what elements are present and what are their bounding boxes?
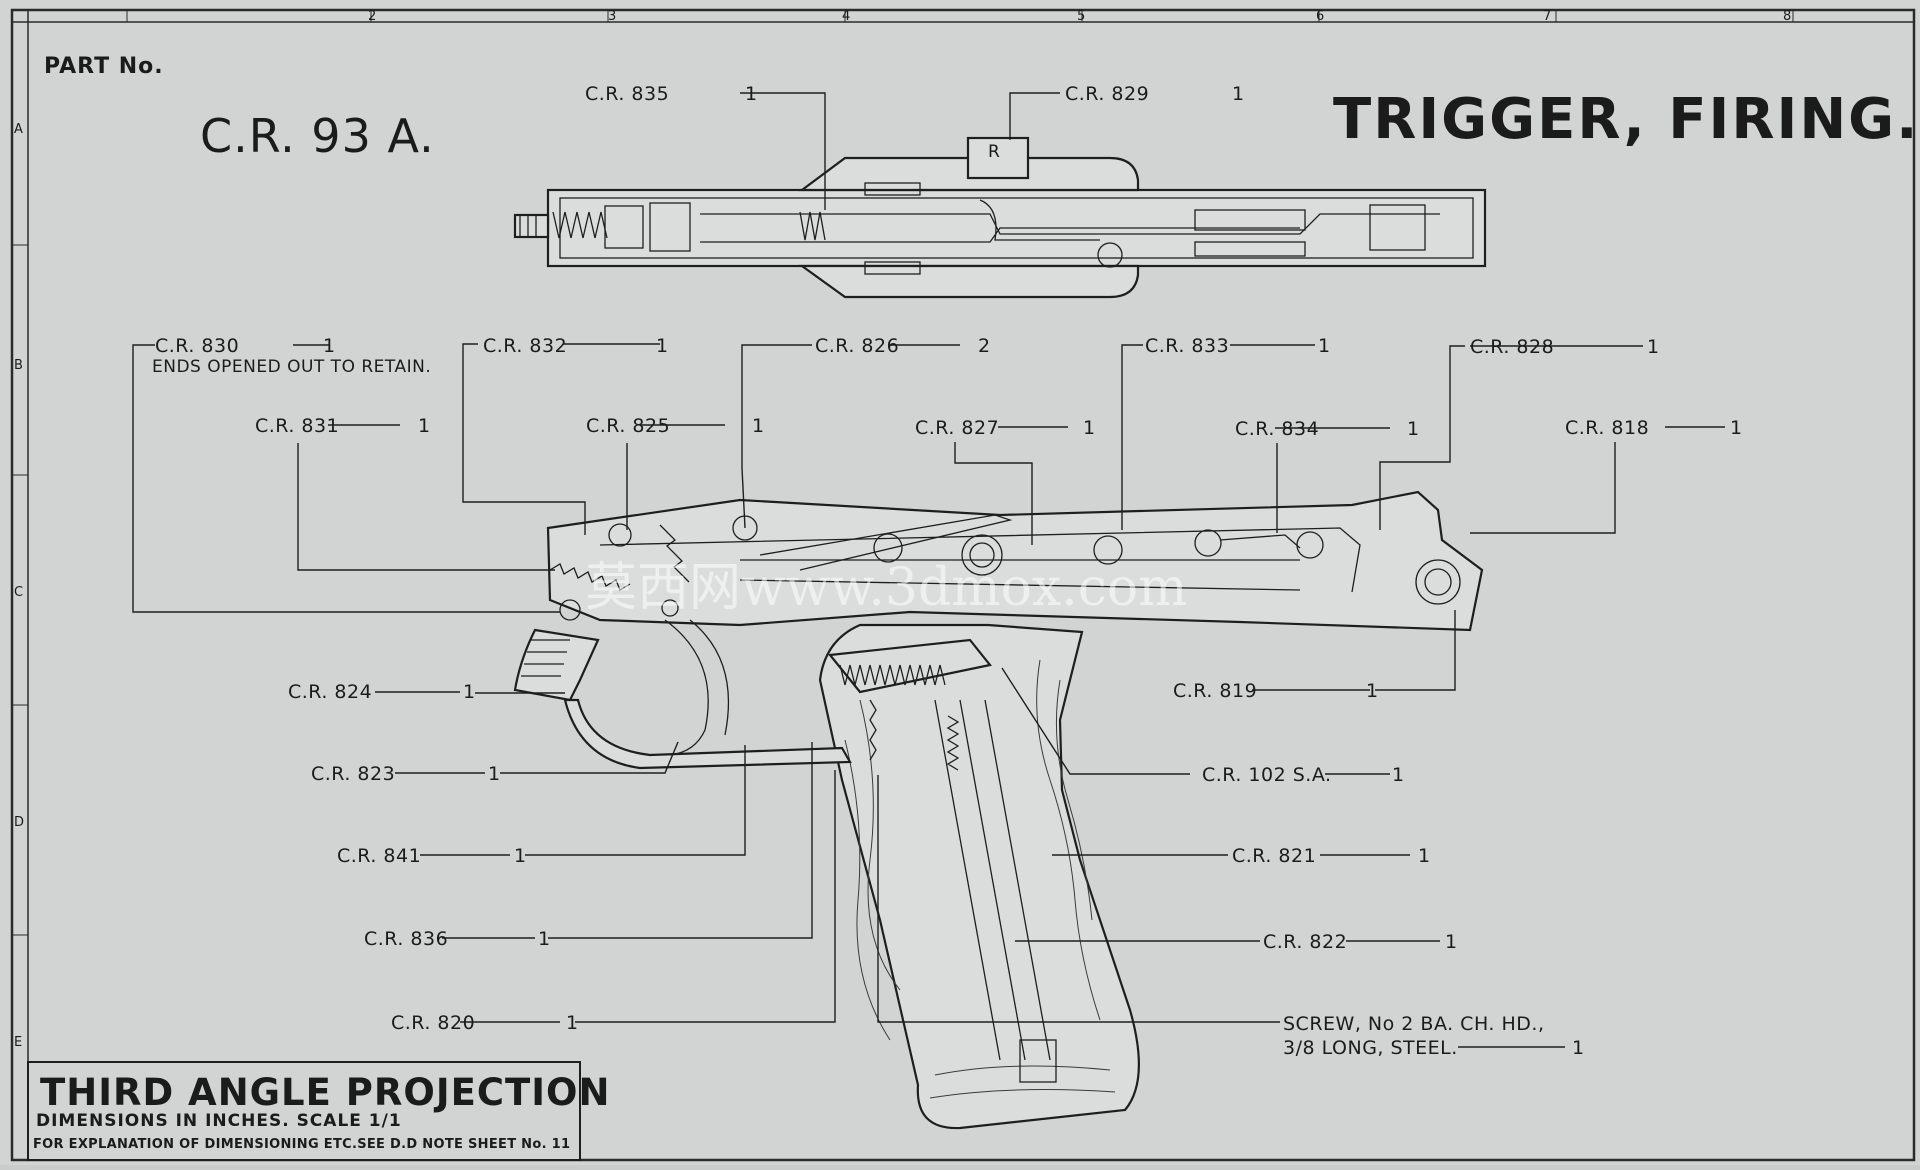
qty-cr835: 1 xyxy=(745,83,758,105)
callout-labels: C.R. 835 1 C.R. 829 1 C.R. 830 1 ENDS OP… xyxy=(152,83,1743,1059)
callout-cr102: C.R. 102 S.A. xyxy=(1202,764,1332,786)
grid-col-6: 6 xyxy=(1316,9,1324,24)
sheet-border: 2 3 4 5 6 7 8 A B C D E xyxy=(10,8,1916,1162)
qty-cr828: 1 xyxy=(1647,336,1660,358)
side-view xyxy=(513,490,1484,1130)
part-number: C.R. 93 A. xyxy=(200,109,435,163)
qty-cr822: 1 xyxy=(1445,931,1458,953)
svg-text:R: R xyxy=(988,142,1000,162)
drawing-title: TRIGGER, FIRING. xyxy=(1333,87,1919,152)
qty-cr823: 1 xyxy=(488,763,501,785)
grid-row-d: D xyxy=(14,815,24,830)
grid-col-7: 7 xyxy=(1543,9,1551,24)
qty-cr830: 1 xyxy=(323,335,336,357)
projection-box: THIRD ANGLE PROJECTION DIMENSIONS IN INC… xyxy=(27,1061,610,1161)
qty-cr825: 1 xyxy=(752,415,765,437)
projection-title: THIRD ANGLE PROJECTION xyxy=(40,1071,610,1114)
qty-cr826: 2 xyxy=(978,335,991,357)
grid-row-e: E xyxy=(14,1035,22,1050)
callout-cr836: C.R. 836 xyxy=(364,928,448,950)
part-no-label: PART No. xyxy=(44,54,164,79)
qty-cr820: 1 xyxy=(566,1012,579,1034)
watermark-text: 莫西网www.3dmox.com xyxy=(585,558,1187,618)
qty-cr834: 1 xyxy=(1407,418,1420,440)
callout-cr834: C.R. 834 xyxy=(1235,418,1319,440)
callout-cr830: C.R. 830 xyxy=(155,335,239,357)
projection-line2: FOR EXPLANATION OF DIMENSIONING ETC.SEE … xyxy=(33,1137,570,1152)
qty-cr827: 1 xyxy=(1083,417,1096,439)
callout-cr826: C.R. 826 xyxy=(815,335,899,357)
qty-cr819: 1 xyxy=(1366,680,1379,702)
qty-cr831: 1 xyxy=(418,415,431,437)
callout-cr828: C.R. 828 xyxy=(1470,336,1554,358)
callout-cr819: C.R. 819 xyxy=(1173,680,1257,702)
callout-cr823: C.R. 823 xyxy=(311,763,395,785)
qty-screw: 1 xyxy=(1572,1037,1585,1059)
callout-cr841: C.R. 841 xyxy=(337,845,421,867)
callout-cr829: C.R. 829 xyxy=(1065,83,1149,105)
grid-row-a: A xyxy=(14,122,23,137)
callout-cr821: C.R. 821 xyxy=(1232,845,1316,867)
note-screw: 3/8 LONG, STEEL. xyxy=(1283,1037,1458,1059)
callout-screw: SCREW, No 2 BA. CH. HD., xyxy=(1283,1013,1544,1035)
leader-lines xyxy=(132,92,1725,1048)
callout-cr827: C.R. 827 xyxy=(915,417,999,439)
callout-cr832: C.R. 832 xyxy=(483,335,567,357)
qty-cr833: 1 xyxy=(1318,335,1331,357)
grid-col-4: 4 xyxy=(842,9,850,24)
qty-cr841: 1 xyxy=(514,845,527,867)
callout-cr820: C.R. 820 xyxy=(391,1012,475,1034)
qty-cr829: 1 xyxy=(1232,83,1245,105)
grid-col-2: 2 xyxy=(368,9,376,24)
qty-cr102: 1 xyxy=(1392,764,1405,786)
callout-cr831: C.R. 831 xyxy=(255,415,339,437)
callout-cr818: C.R. 818 xyxy=(1565,417,1649,439)
callout-cr835: C.R. 835 xyxy=(585,83,669,105)
grid-col-5: 5 xyxy=(1077,9,1085,24)
grid-row-b: B xyxy=(14,358,23,373)
top-view: R xyxy=(513,136,1487,299)
note-cr830: ENDS OPENED OUT TO RETAIN. xyxy=(152,357,431,377)
grid-row-c: C xyxy=(14,585,23,600)
qty-cr821: 1 xyxy=(1418,845,1431,867)
qty-cr832: 1 xyxy=(656,335,669,357)
grid-col-8: 8 xyxy=(1783,9,1791,24)
qty-cr824: 1 xyxy=(463,681,476,703)
qty-cr836: 1 xyxy=(538,928,551,950)
callout-cr833: C.R. 833 xyxy=(1145,335,1229,357)
grid-col-3: 3 xyxy=(608,9,616,24)
callout-cr822: C.R. 822 xyxy=(1263,931,1347,953)
callout-cr825: C.R. 825 xyxy=(586,415,670,437)
projection-line1: DIMENSIONS IN INCHES. SCALE 1/1 xyxy=(36,1111,402,1131)
qty-cr818: 1 xyxy=(1730,417,1743,439)
callout-cr824: C.R. 824 xyxy=(288,681,372,703)
